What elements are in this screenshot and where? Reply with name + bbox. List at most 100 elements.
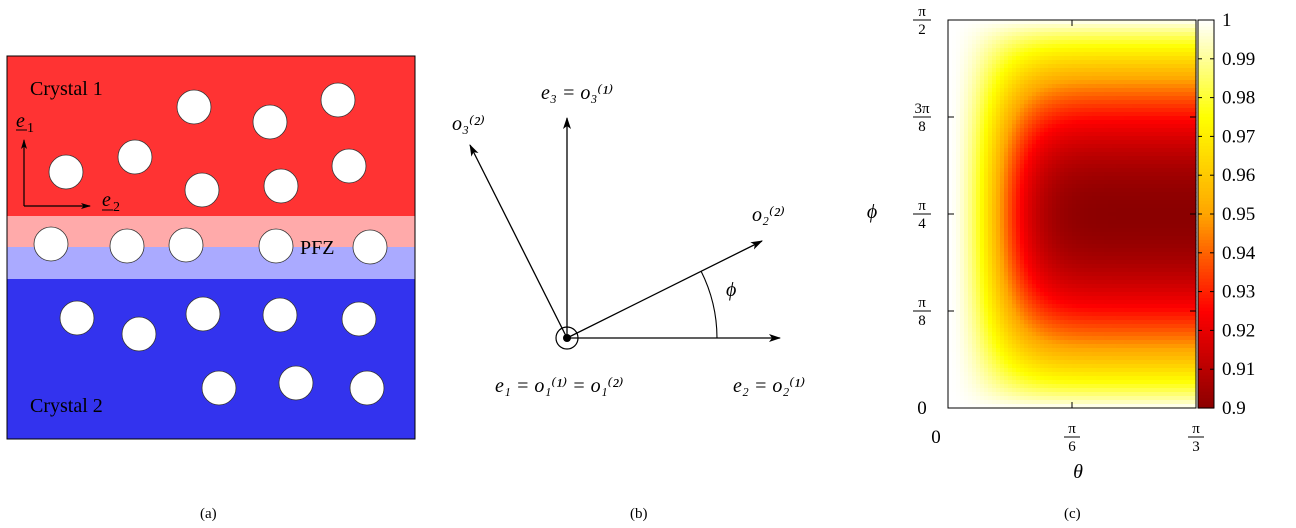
heatmap-cell [1100,180,1105,185]
heatmap-cell [1024,236,1029,241]
heatmap-cell [1104,88,1109,93]
heatmap-cell [976,188,981,193]
heatmap-cell [1164,264,1169,269]
heatmap-cell [1156,212,1161,217]
heatmap-cell [1092,48,1097,53]
heatmap-cell [988,288,993,293]
heatmap-cell [1140,164,1145,169]
heatmap-cell [1084,280,1089,285]
heatmap-cell [1068,292,1073,297]
heatmap-cell [1192,320,1197,325]
heatmap-cell [1096,216,1101,221]
heatmap-cell [1188,216,1193,221]
heatmap-cell [1128,240,1133,245]
heatmap-cell [1140,288,1145,293]
heatmap-cell [1148,332,1153,337]
heatmap-cell [1116,188,1121,193]
heatmap-cell [1192,64,1197,69]
heatmap-cell [1104,276,1109,281]
heatmap-cell [984,36,989,41]
heatmap-cell [1132,204,1137,209]
heatmap-cell [1000,212,1005,217]
heatmap-cell [1088,196,1093,201]
heatmap-cell [972,136,977,141]
heatmap-cell [972,108,977,113]
heatmap-cell [1016,244,1021,249]
heatmap-cell [1012,132,1017,137]
heatmap-cell [1160,56,1165,61]
heatmap-cell [1024,108,1029,113]
heatmap-cell [1000,88,1005,93]
heatmap-cell [988,128,993,133]
heatmap-cell [1172,144,1177,149]
heatmap-cell [952,324,957,329]
heatmap-cell [968,92,973,97]
heatmap-cell [1036,48,1041,53]
heatmap-cell [1056,96,1061,101]
heatmap-cell [1008,116,1013,121]
heatmap-cell [1160,52,1165,57]
heatmap-cell [1172,172,1177,177]
heatmap-cell [1036,128,1041,133]
heatmap-cell [1116,44,1121,49]
heatmap-cell [1168,36,1173,41]
heatmap-cell [1064,152,1069,157]
heatmap-cell [1008,232,1013,237]
heatmap-cell [964,172,969,177]
heatmap-cell [1104,268,1109,273]
heatmap-cell [988,148,993,153]
heatmap-cell [1120,108,1125,113]
heatmap-cell [1176,20,1181,25]
heatmap-cell [948,144,953,149]
heatmap-cell [1180,220,1185,225]
heatmap-cell [1176,68,1181,73]
heatmap-cell [1088,136,1093,141]
heatmap-cell [1068,328,1073,333]
heatmap-cell [1084,124,1089,129]
heatmap-cell [1064,232,1069,237]
heatmap-cell [1104,300,1109,305]
heatmap-cell [1112,84,1117,89]
heatmap-cell [972,140,977,145]
heatmap-cell [1060,44,1065,49]
heatmap-cell [1164,268,1169,273]
heatmap-cell [1044,108,1049,113]
heatmap-cell [1076,316,1081,321]
heatmap-cell [1132,304,1137,309]
heatmap-cell [976,184,981,189]
heatmap-cell [1064,300,1069,305]
heatmap-cell [1072,100,1077,105]
heatmap-cell [1092,40,1097,45]
heatmap-cell [1056,272,1061,277]
heatmap-cell [1120,20,1125,25]
heatmap-cell [1088,100,1093,105]
heatmap-cell [968,320,973,325]
precipitate [331,148,367,184]
heatmap-cell [1068,28,1073,33]
heatmap-cell [1084,164,1089,169]
heatmap-cell [1032,196,1037,201]
heatmap-cell [1080,288,1085,293]
heatmap-cell [1024,184,1029,189]
heatmap-cell [1140,20,1145,25]
heatmap-cell [1184,316,1189,321]
heatmap-cell [1076,240,1081,245]
heatmap-cell [1104,184,1109,189]
heatmap-cell [956,208,961,213]
heatmap-cell [1008,228,1013,233]
heatmap-cell [992,312,997,317]
heatmap-cell [1184,224,1189,229]
heatmap-cell [1104,220,1109,225]
heatmap-cell [996,296,1001,301]
heatmap-cell [1008,80,1013,85]
heatmap-cell [1096,52,1101,57]
heatmap-cell [1148,140,1153,145]
heatmap-cell [948,300,953,305]
heatmap-cell [1016,76,1021,81]
heatmap-cell [1012,144,1017,149]
heatmap-cell [952,140,957,145]
heatmap-cell [984,80,989,85]
heatmap-cell [956,260,961,265]
heatmap-cell [1044,224,1049,229]
heatmap-cell [1148,304,1153,309]
